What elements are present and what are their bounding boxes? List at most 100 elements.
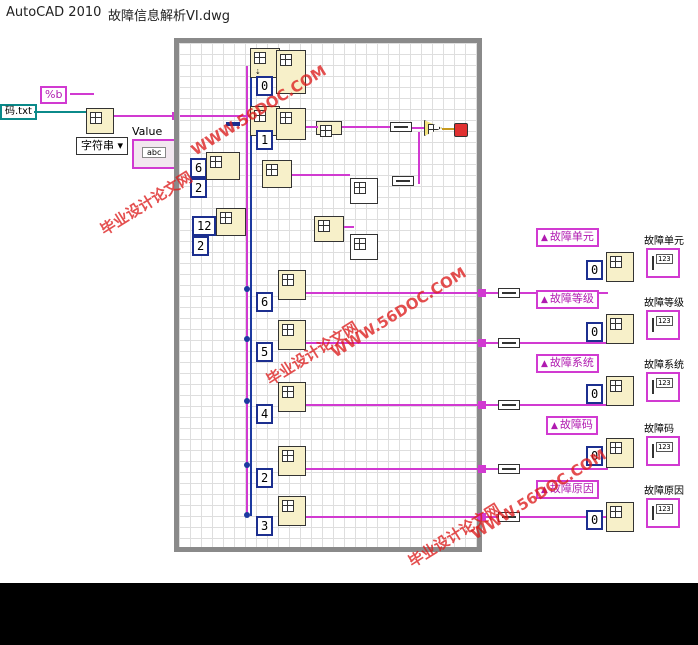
indicator-5[interactable] <box>646 498 680 528</box>
indicator-label-3: 故障系统 <box>644 360 684 371</box>
tunnel-out-1 <box>478 289 486 297</box>
output-const-5[interactable]: 0 <box>586 510 604 530</box>
format-wire <box>70 93 94 95</box>
junction-2 <box>244 462 250 468</box>
convert-node-2[interactable] <box>392 176 414 186</box>
wire-bus-index <box>250 66 252 516</box>
string-main-wire <box>114 115 176 117</box>
output-label-5: 故障原因 <box>549 482 594 495</box>
format-node-2[interactable] <box>314 216 344 242</box>
const-blank[interactable] <box>226 122 240 126</box>
index-node-6[interactable] <box>278 270 306 300</box>
const-3[interactable]: 3 <box>256 516 274 536</box>
junction-5 <box>244 336 250 342</box>
wire-main-in <box>180 115 250 117</box>
index-node-2b[interactable] <box>278 446 306 476</box>
w-g <box>418 132 420 184</box>
indicator-2[interactable] <box>646 310 680 340</box>
value-label: Value <box>132 125 163 138</box>
tunnel-out-4 <box>478 465 486 473</box>
value-control[interactable]: abc <box>132 139 176 169</box>
file-title: 故障信息解析VI.dwg <box>108 9 230 24</box>
indicator-1[interactable] <box>646 248 680 278</box>
convert-out-4[interactable] <box>498 464 520 474</box>
w-f <box>344 226 354 228</box>
block-diagram-canvas[interactable]: 码.txt %b 字符串 ▾ Value abc ⇣ 0 1 6 2 12 2 … <box>0 26 698 583</box>
output-label-4: 故障码 <box>559 418 593 431</box>
split-node-1[interactable] <box>206 152 240 180</box>
subset-node-2[interactable] <box>276 108 306 140</box>
tunnel-out-2 <box>478 339 486 347</box>
read-file-node[interactable] <box>86 108 114 134</box>
output-node-5[interactable] <box>606 502 634 532</box>
w-o2 <box>486 342 498 344</box>
output-const-4[interactable]: 0 <box>586 446 604 466</box>
const-2a[interactable]: 2 <box>190 178 208 198</box>
output-label-const-5[interactable]: ▲故障原因 <box>536 480 599 499</box>
output-label-1: 故障单元 <box>549 230 594 243</box>
w-o3 <box>486 404 498 406</box>
output-node-4[interactable] <box>606 438 634 468</box>
arrow-icon: ▲ <box>551 421 558 431</box>
format-node-1[interactable] <box>262 160 292 188</box>
type-select-combo[interactable]: 字符串 ▾ <box>76 137 129 155</box>
w-o5b <box>520 516 608 518</box>
title-bar: AutoCAD 2010 故障信息解析VI.dwg <box>0 0 698 26</box>
convert-out-2[interactable] <box>498 338 520 348</box>
const-4[interactable]: 4 <box>256 404 274 424</box>
output-label-const-4[interactable]: ▲故障码 <box>546 416 598 435</box>
index-node-5[interactable] <box>278 320 306 350</box>
stop-icon[interactable] <box>454 123 468 137</box>
w-d <box>442 128 454 130</box>
output-node-1[interactable] <box>606 252 634 282</box>
split-node-2[interactable] <box>216 208 246 236</box>
output-label-const-3[interactable]: ▲故障系统 <box>536 354 599 373</box>
const-1[interactable]: 1 <box>256 130 274 150</box>
output-label-const-2[interactable]: ▲故障等级 <box>536 290 599 309</box>
junction-4 <box>244 398 250 404</box>
output-label-const-1[interactable]: ▲故障单元 <box>536 228 599 247</box>
w-b <box>342 126 390 128</box>
const-12[interactable]: 12 <box>192 216 217 236</box>
w-row4 <box>306 404 482 406</box>
w-a <box>306 126 318 128</box>
w-row2 <box>306 468 482 470</box>
w-o2b <box>520 342 608 344</box>
const-6[interactable]: 6 <box>256 292 274 312</box>
junction-3 <box>244 512 250 518</box>
w-c <box>412 127 426 129</box>
convert-out-5[interactable] <box>498 512 520 522</box>
format-string-constant[interactable]: %b <box>40 86 68 104</box>
output-node-3[interactable] <box>606 376 634 406</box>
tunnel-out-3 <box>478 401 486 409</box>
tunnel-out-5 <box>478 513 486 521</box>
const-6a[interactable]: 6 <box>190 158 208 178</box>
w-row6 <box>306 292 482 294</box>
output-const-1[interactable]: 0 <box>586 260 604 280</box>
const-2b[interactable]: 2 <box>192 236 210 256</box>
case-node-1[interactable] <box>350 178 378 204</box>
index-node-3[interactable] <box>278 496 306 526</box>
w-o3b <box>520 404 608 406</box>
index-node-4[interactable] <box>278 382 306 412</box>
convert-out-3[interactable] <box>498 400 520 410</box>
output-const-2[interactable]: 0 <box>586 322 604 342</box>
bottom-bar <box>0 583 698 645</box>
convert-node-1[interactable] <box>390 122 412 132</box>
output-node-2[interactable] <box>606 314 634 344</box>
arrow-icon: ▲ <box>541 485 548 495</box>
w-row3 <box>306 516 482 518</box>
indicator-3[interactable] <box>646 372 680 402</box>
w-e <box>292 174 350 176</box>
const-2[interactable]: 2 <box>256 468 274 488</box>
convert-out-1[interactable] <box>498 288 520 298</box>
const-5[interactable]: 5 <box>256 342 274 362</box>
build-array-node[interactable] <box>316 121 342 137</box>
w-row5 <box>306 342 482 344</box>
subset-node-1[interactable] <box>276 50 306 94</box>
case-node-2[interactable] <box>350 234 378 260</box>
filename-constant[interactable]: 码.txt <box>0 104 37 120</box>
indicator-4[interactable] <box>646 436 680 466</box>
const-0[interactable]: 0 <box>256 76 274 96</box>
output-const-3[interactable]: 0 <box>586 384 604 404</box>
